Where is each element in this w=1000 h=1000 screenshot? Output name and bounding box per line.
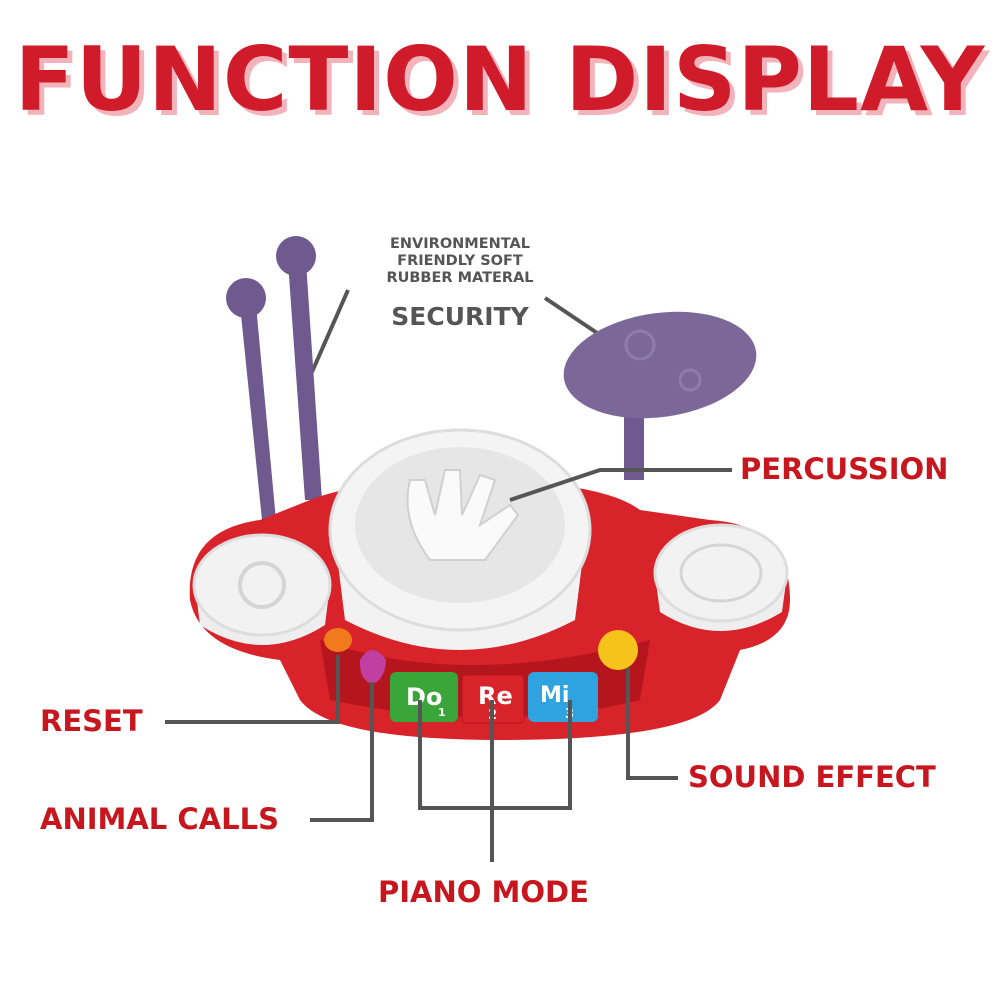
sound-effect-leader <box>626 668 678 780</box>
sound-effect-button[interactable] <box>598 630 638 670</box>
page-title: FUNCTION DISPLAY <box>14 28 986 131</box>
security-leader-left <box>310 289 350 373</box>
animal-calls-button[interactable] <box>359 650 386 684</box>
right-drum <box>653 523 789 631</box>
security-label: SECURITY <box>391 302 529 331</box>
security-line-3: RUBBER MATERAL <box>386 270 534 286</box>
security-description: ENVIRONMENTAL FRIENDLY SOFT RUBBER MATER… <box>360 236 560 287</box>
piano-mode-bracket <box>418 700 572 810</box>
piano-mode-label: PIANO MODE <box>378 875 589 909</box>
piano-key-re-note: Re <box>478 682 513 710</box>
hand-icon <box>406 469 520 561</box>
left-drum <box>192 533 332 645</box>
security-line-2: FRIENDLY SOFT <box>397 253 523 269</box>
piano-key-do-note: Do <box>406 683 442 711</box>
percussion-label: PERCUSSION <box>740 452 949 486</box>
piano-key-do[interactable] <box>390 672 458 722</box>
drum-sticks <box>226 236 322 520</box>
reset-button[interactable] <box>324 628 352 652</box>
cymbal <box>563 311 757 480</box>
piano-key-do-number: 1 <box>438 706 446 719</box>
security-line-1: ENVIRONMENTAL <box>390 236 530 252</box>
percussion-leader <box>509 468 732 502</box>
main-drum <box>328 428 592 650</box>
piano-key-mi[interactable] <box>528 672 598 722</box>
animal-calls-label: ANIMAL CALLS <box>40 802 279 836</box>
reset-leader <box>165 655 340 724</box>
piano-keys: Do Re Mi 1 2 3 <box>390 672 598 724</box>
piano-key-mi-note: Mi <box>540 683 569 708</box>
animal-calls-leader <box>310 682 374 822</box>
reset-label: RESET <box>40 704 143 738</box>
sound-effect-label: SOUND EFFECT <box>688 760 936 794</box>
